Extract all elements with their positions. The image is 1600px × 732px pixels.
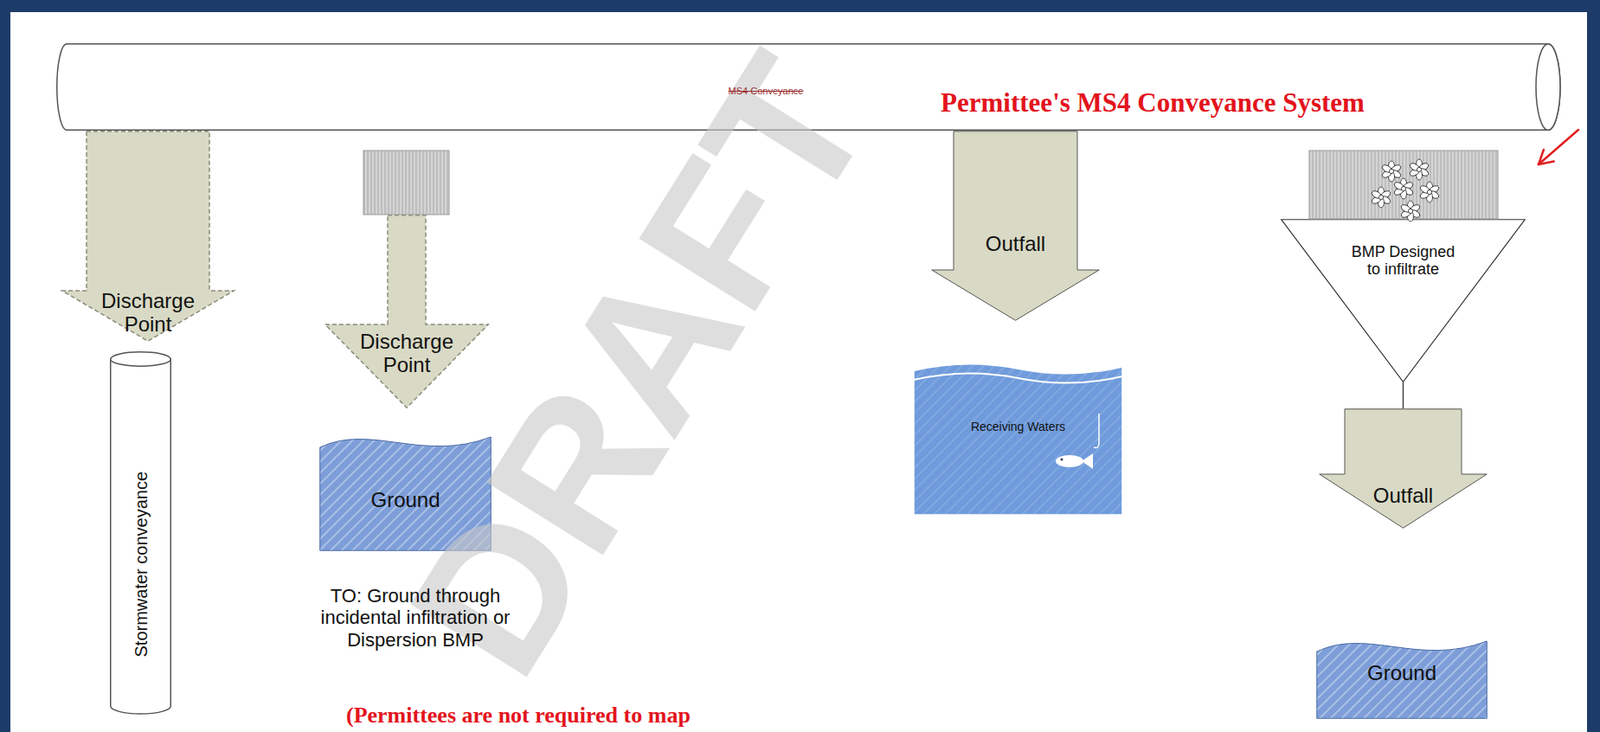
fishing-line	[1093, 413, 1099, 448]
connector-line	[1402, 382, 1405, 409]
stormwater-pipe: Stormwater conveyance	[109, 351, 172, 714]
pipe-opening	[1535, 44, 1561, 131]
pipe-label: Stormwater conveyance	[130, 399, 150, 729]
arrow-label: Discharge Point	[91, 289, 205, 337]
outfall-arrow: Outfall	[1318, 408, 1488, 529]
water-wave	[913, 372, 1123, 383]
ground-label: Ground	[1316, 661, 1488, 686]
arrow-outline	[62, 131, 235, 342]
outfall-arrow: Outfall	[931, 130, 1100, 322]
fish-icon	[1055, 453, 1093, 470]
triangle-outline	[1281, 219, 1526, 383]
flower-cluster	[1370, 159, 1440, 222]
system-title: Permittee's MS4 Conveyance System	[849, 88, 1456, 119]
ground-area: Ground	[1316, 632, 1488, 720]
arrow-outline	[1319, 409, 1488, 529]
arrow-label: Outfall	[1318, 484, 1488, 508]
outfall-arrow-shape	[931, 130, 1100, 322]
arrow-label: Discharge Point	[350, 330, 463, 378]
water-fill	[914, 364, 1123, 515]
infiltration-bmp: BMP Designed to infiltrate	[1280, 218, 1526, 383]
discharge-arrow-shape	[324, 214, 489, 409]
arrow-outline	[931, 131, 1100, 322]
ground-fill	[1317, 641, 1488, 719]
discharge-arrow: Discharge Point	[61, 130, 235, 342]
arrow-outline	[325, 215, 489, 409]
outfall-arrow-shape	[1318, 408, 1488, 529]
arrow-label: Outfall	[931, 232, 1100, 257]
struck-label: MS4 Conveyance	[692, 85, 840, 97]
pipe-opening	[110, 352, 172, 367]
receiving-waters-shape	[913, 357, 1123, 515]
red-pointer-arrow	[1538, 129, 1579, 165]
bmp-label: BMP Designed to infiltrate	[1347, 243, 1460, 278]
ground-label: Ground	[319, 488, 492, 513]
discharge-arrow: Discharge Point	[324, 214, 489, 409]
note-text: TO: Ground through incidental infiltrati…	[294, 584, 537, 651]
receiving-waters: Receiving Waters	[913, 357, 1123, 515]
filter-box	[363, 150, 450, 215]
water-label: Receiving Waters	[922, 420, 1114, 435]
red-note: (Permittees are not required to map	[346, 702, 831, 728]
